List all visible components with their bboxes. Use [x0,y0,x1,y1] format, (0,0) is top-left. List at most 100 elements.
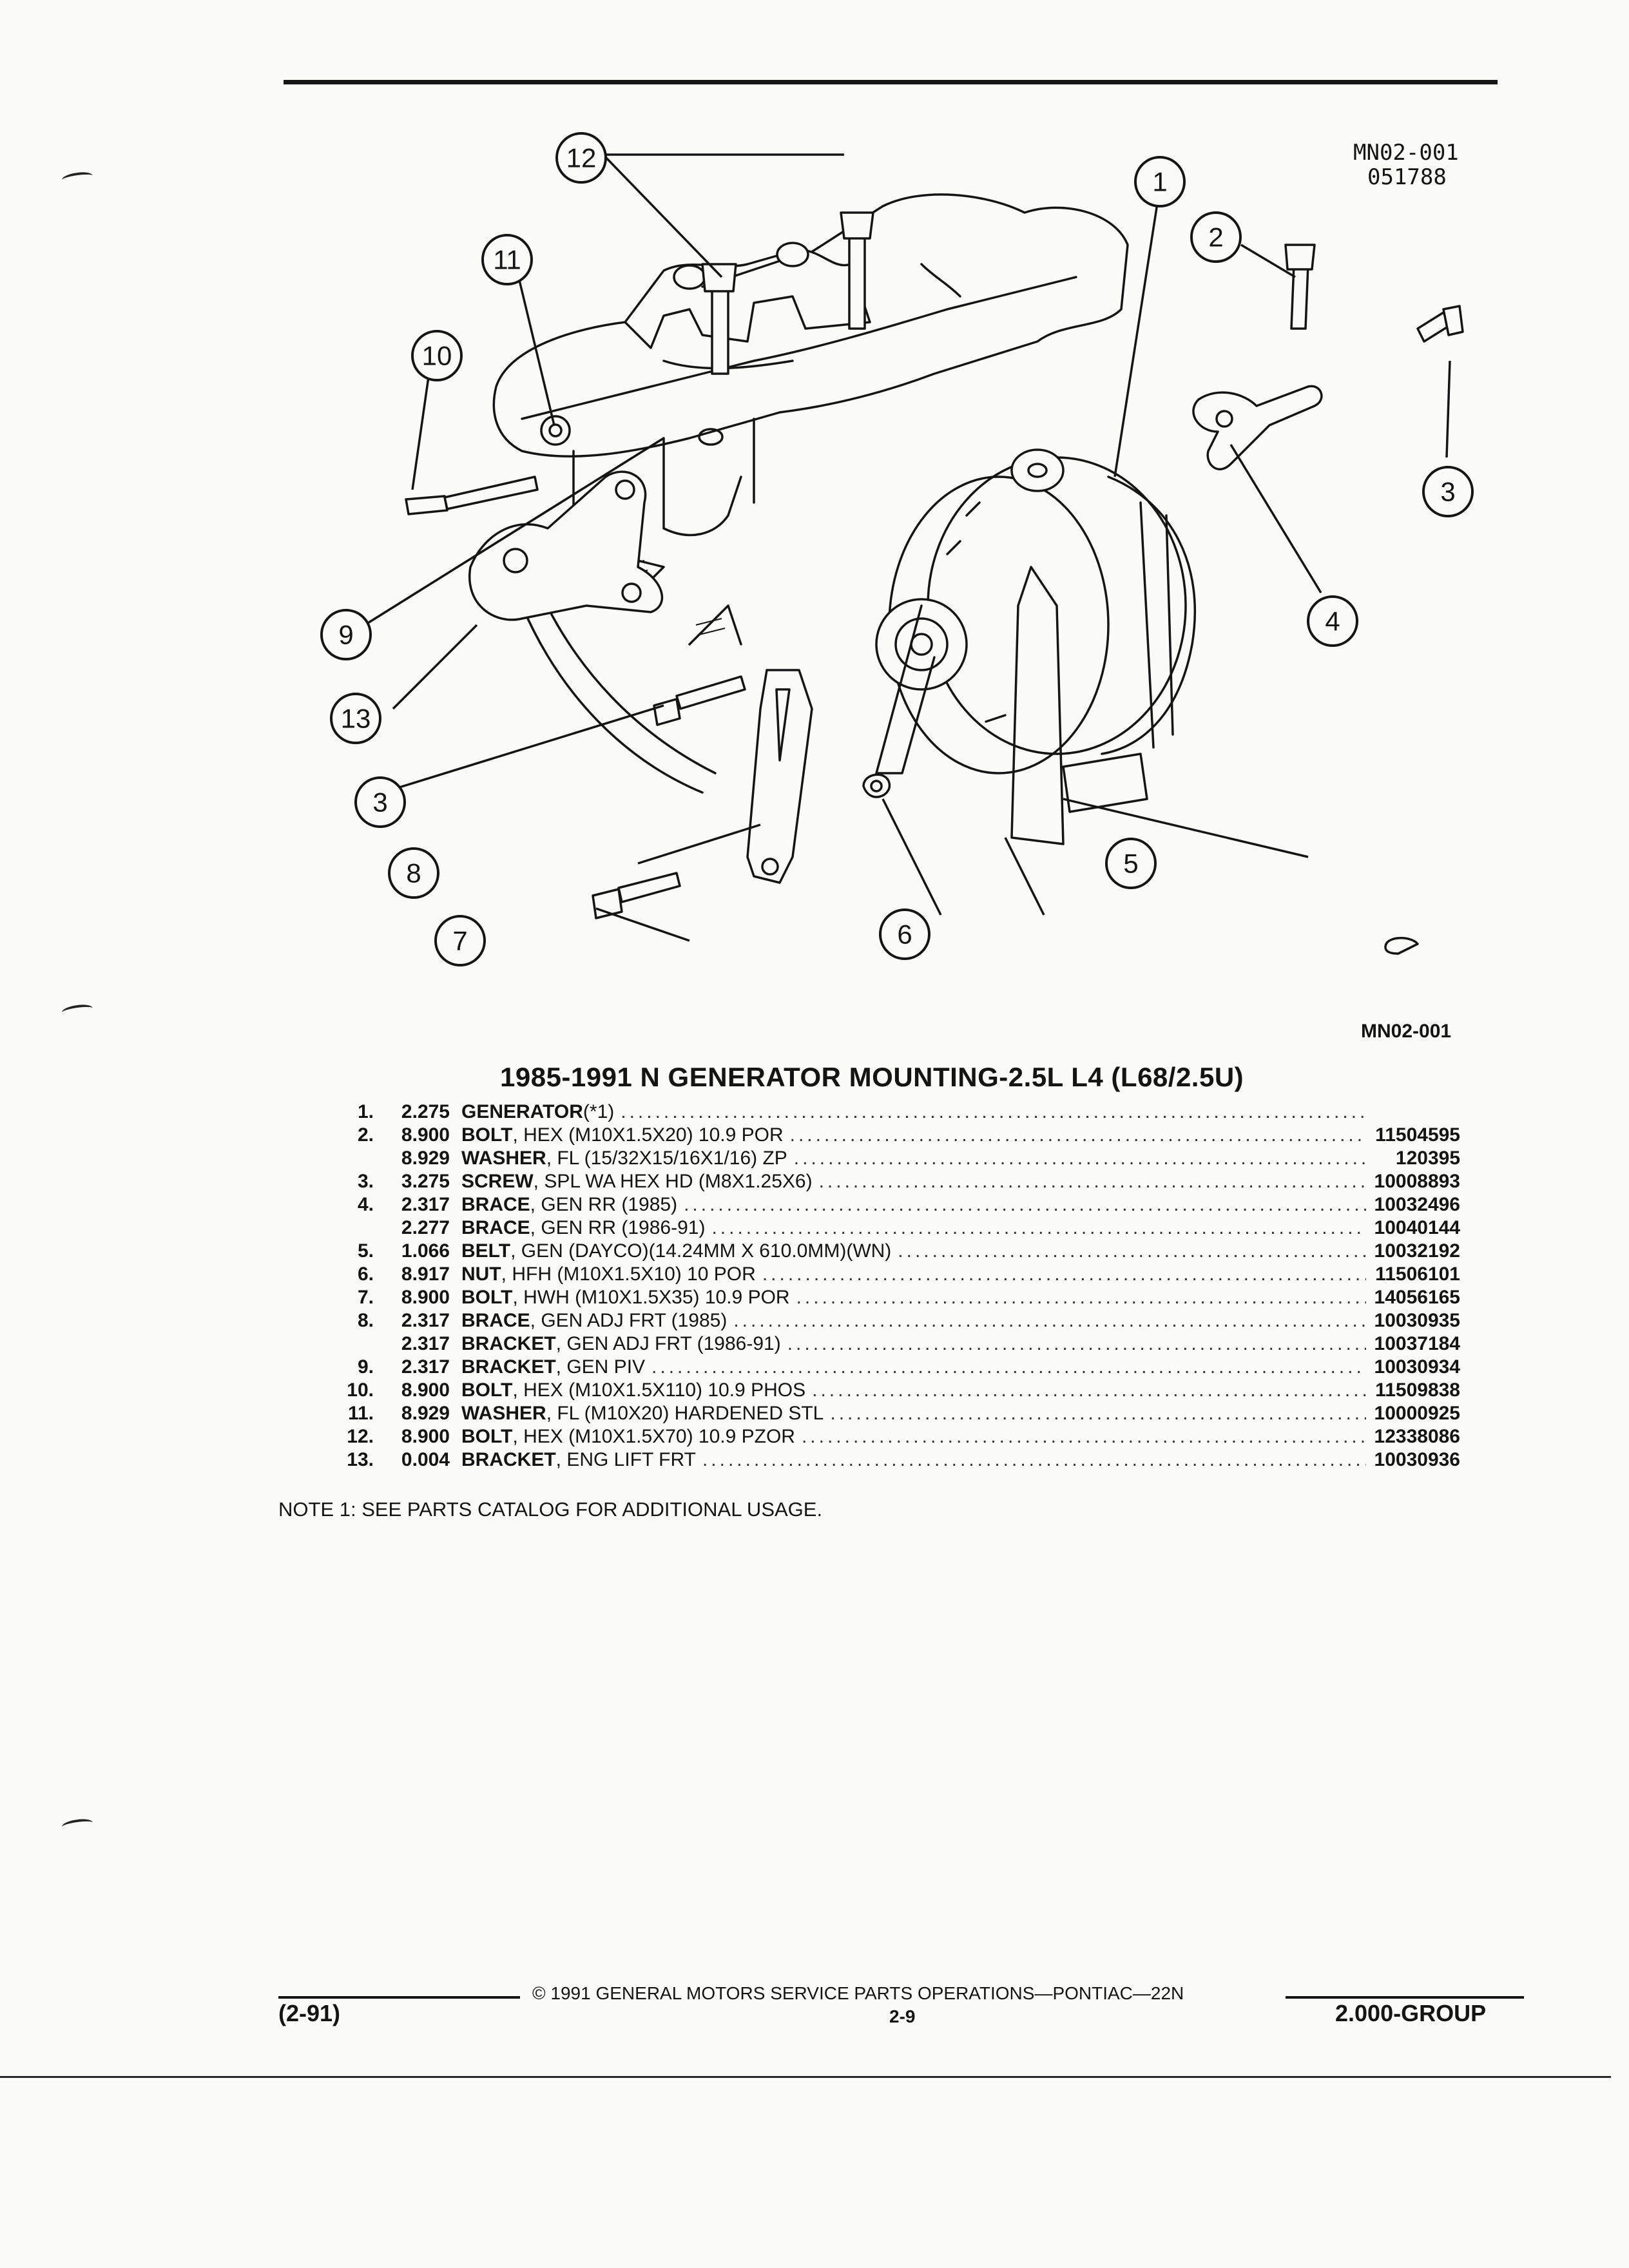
svg-text:7: 7 [452,926,467,956]
generator-body [875,448,1197,813]
catalog-code: 8.900 [401,1426,450,1447]
reference-code: MN02-001 [1353,140,1459,166]
item-number [335,1216,374,1240]
dot-leader: ........................................… [733,1310,1366,1331]
dot-leader: ........................................… [711,1217,1366,1238]
part-spec: (*1) [583,1101,615,1122]
item-number: 7. [357,1287,374,1308]
adjusting-brace [746,669,813,884]
svg-text:3: 3 [372,787,387,818]
leader-lines [354,153,1451,942]
part-description: BRACE, GEN RR (1986-91).................… [461,1216,1370,1240]
reference-date: 051788 [1367,164,1447,190]
parts-row: 8.929 WASHER, FL (15/32X15/16X1/16) ZP...… [335,1147,1460,1170]
catalog-code: 8.929 [401,1403,450,1424]
part-spec: , HFH (M10X1.5X10) 10 POR [501,1264,756,1285]
dot-leader: ........................................… [702,1449,1366,1470]
callout-11: 11 [481,234,533,285]
dot-leader: ........................................… [651,1356,1366,1378]
callout-2: 2 [1190,211,1242,263]
part-name: BRACKET [461,1333,556,1354]
item-number: 5. [357,1240,374,1262]
part-name: NUT [461,1264,501,1285]
part-spec: , GEN RR (1986-91) [530,1217,706,1238]
parts-row: 4. 2.317 BRACE, GEN RR (1985).............… [335,1193,1460,1216]
svg-text:12: 12 [566,143,597,173]
part-description: BOLT, HWH (M10X1.5X35) 10.9 POR.........… [461,1286,1370,1309]
part-spec: , SPL WA HEX HD (M8X1.25X6) [533,1171,813,1192]
part-number: 10008893 [1374,1171,1460,1192]
section-title: 1985-1991 N GENERATOR MOUNTING-2.5L L4 (… [500,1062,1244,1092]
part-number: 10037184 [1374,1333,1460,1354]
part-spec: , ENG LIFT FRT [555,1449,696,1470]
catalog-code: 8.900 [401,1124,450,1146]
item-number: 4. [357,1194,374,1215]
catalog-code: 2.317 [401,1194,450,1215]
part-name: BOLT [461,1379,513,1401]
catalog-code: 2.277 [401,1217,450,1238]
dot-leader: ........................................… [830,1403,1366,1424]
catalog-code: 2.317 [401,1310,450,1331]
part-name: BOLT [461,1287,513,1308]
callout-8: 8 [388,847,439,899]
callout-1: 1 [1134,156,1186,207]
callout-9: 9 [320,609,372,660]
dot-leader: ........................................… [801,1426,1366,1447]
reference-block: MN02-001 051788 [1353,140,1459,189]
callout-6: 6 [879,908,930,960]
part-number: 11506101 [1375,1264,1460,1285]
drive-belt [875,566,1065,845]
item-number: 11. [347,1403,374,1424]
part-name: BRACE [461,1194,530,1215]
catalog-code: 0.004 [401,1449,450,1470]
part-spec: , GEN RR (1985) [530,1194,678,1215]
margin-mark [61,170,93,186]
parts-row: 2.277 BRACE, GEN RR (1986-91)............… [335,1216,1460,1240]
part-description: BOLT, HEX (M10X1.5X20) 10.9 POR.........… [461,1124,1370,1147]
dot-leader: ........................................… [793,1148,1366,1169]
part-name: WASHER [461,1148,546,1169]
callout-4: 4 [1307,595,1358,647]
dot-leader: ........................................… [684,1194,1366,1215]
part-name: BELT [461,1240,511,1262]
part-number: 11509838 [1375,1379,1460,1401]
catalog-code: 8.900 [401,1379,450,1401]
part-spec: , HEX (M10X1.5X70) 10.9 PZOR [512,1426,795,1447]
part-spec: , GEN (DAYCO)(14.24MM X 610.0MM)(WN) [510,1240,892,1262]
part-description: NUT, HFH (M10X1.5X10) 10 POR............… [461,1263,1370,1286]
catalog-code: 1.066 [401,1240,450,1262]
callout-10: 10 [411,330,463,381]
parts-row: 7. 8.900 BOLT, HWH (M10X1.5X35) 10.9 POR..… [335,1286,1460,1309]
dot-leader: ........................................… [898,1240,1366,1262]
catalog-code: 8.929 [401,1148,450,1169]
item-number [335,1332,374,1356]
callout-12: 12 [555,132,607,184]
part-description: BRACE, GEN RR (1985)....................… [461,1193,1370,1216]
svg-text:1: 1 [1152,167,1167,197]
svg-text:9: 9 [338,620,353,650]
part-spec: , HEX (M10X1.5X110) 10.9 PHOS [512,1379,806,1401]
part-number: 12338086 [1374,1426,1460,1447]
catalog-code: 8.900 [401,1287,450,1308]
note: NOTE 1: SEE PARTS CATALOG FOR ADDITIONAL… [278,1498,823,1521]
catalog-code: 2.317 [401,1356,450,1378]
svg-text:8: 8 [406,858,421,889]
page-number: 2-9 [889,2006,916,2026]
svg-text:10: 10 [422,341,452,371]
catalog-code: 8.917 [401,1264,450,1285]
part-name: BRACE [461,1217,530,1238]
item-number: 1. [357,1101,374,1122]
part-spec: , GEN ADJ FRT (1985) [530,1310,728,1331]
dot-leader: ........................................… [812,1379,1366,1401]
dot-leader: ........................................… [762,1264,1366,1285]
catalog-code: 2.317 [401,1333,450,1354]
item-number: 3. [357,1171,374,1192]
svg-text:2: 2 [1208,222,1223,253]
part-description: WASHER, FL (15/32X15/16X1/16) ZP........… [461,1147,1370,1170]
